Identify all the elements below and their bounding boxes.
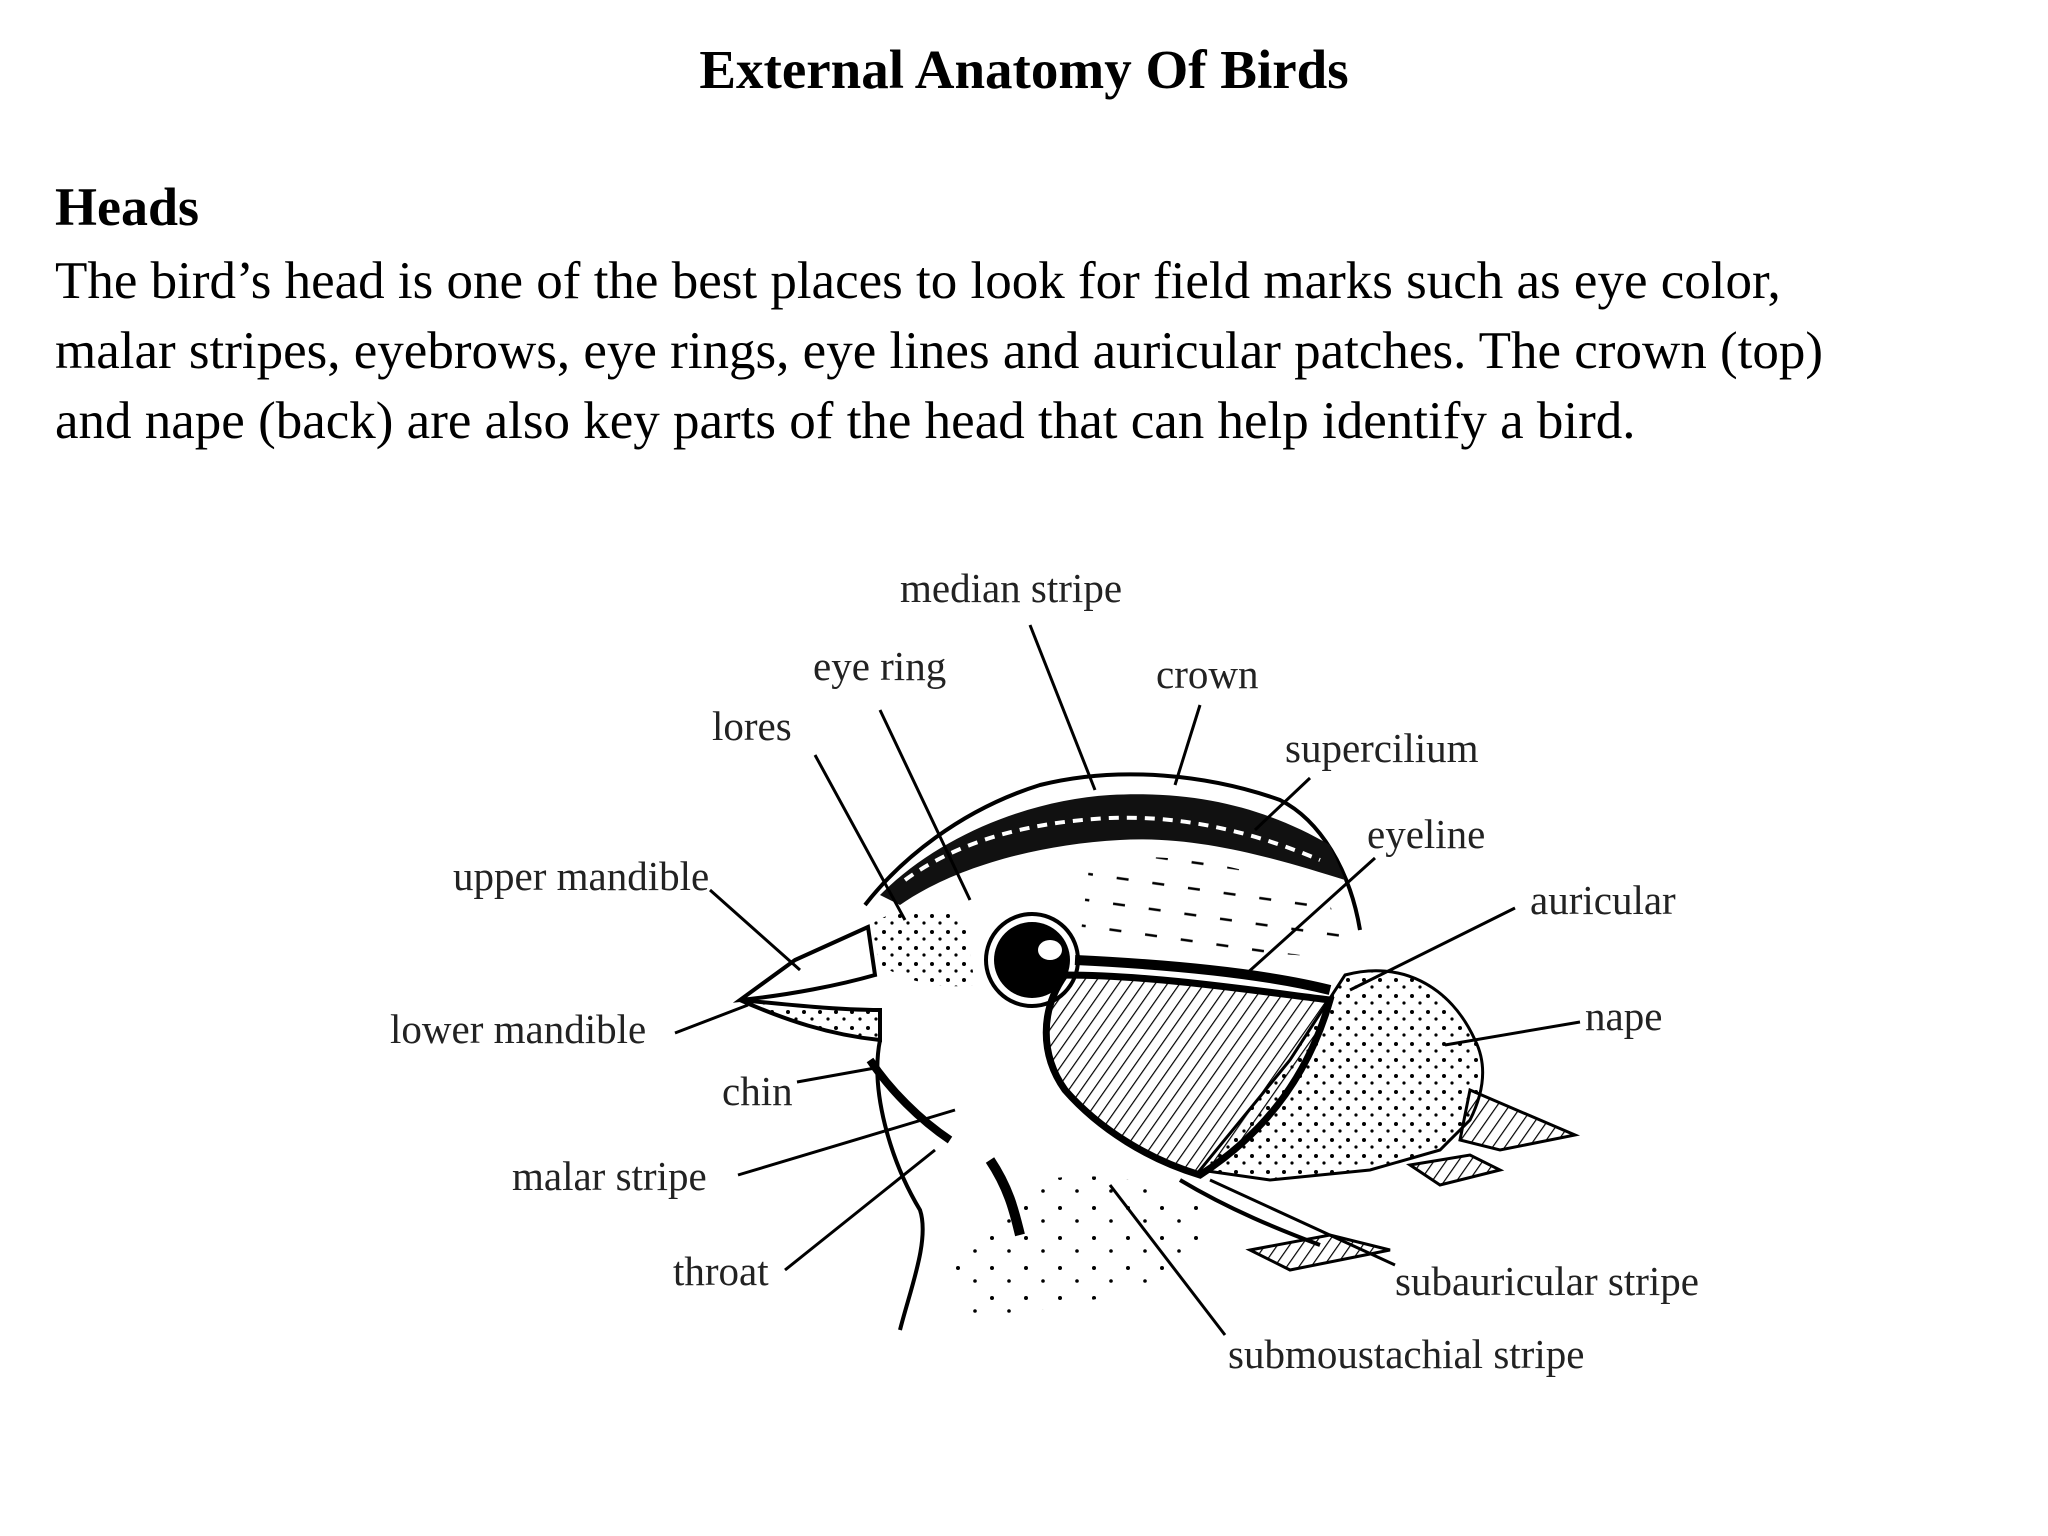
label-lower-mandible: lower mandible (390, 1006, 646, 1052)
lores-patch (870, 909, 975, 987)
label-submoustachial-stripe: submoustachial stripe (1228, 1331, 1584, 1377)
body-line: The bird’s head is one of the best place… (55, 252, 1781, 310)
lower-mandible-shape (739, 998, 882, 1043)
eye (994, 922, 1070, 998)
leader-auricular (1349, 906, 1516, 992)
label-throat: throat (673, 1248, 769, 1294)
label-eyeline: eyeline (1367, 811, 1485, 857)
leader-eyeline (1243, 856, 1377, 977)
breast-patch (950, 1176, 1210, 1320)
leader-subauricular-stripe (1209, 1178, 1396, 1267)
section-heading: Heads (55, 177, 200, 237)
leader-median-stripe (1028, 624, 1097, 791)
label-median-stripe: median stripe (900, 565, 1122, 611)
leader-throat (784, 1148, 936, 1272)
leader-eye-ring (878, 709, 972, 901)
median-stripe-mark (903, 815, 1321, 882)
back-feathers (1458, 1087, 1581, 1152)
page-title: External Anatomy Of Birds (699, 39, 1349, 100)
label-chin: chin (722, 1068, 793, 1114)
body-line: and nape (back) are also key parts of th… (55, 392, 1636, 450)
throat-outline (875, 1039, 925, 1331)
auricular-patch (1042, 971, 1335, 1179)
leader-nape (1444, 1020, 1581, 1047)
label-lores: lores (712, 703, 792, 749)
label-auricular: auricular (1530, 877, 1676, 923)
shoulder-feathers (1406, 1153, 1505, 1187)
leader-upper-mandible (709, 888, 801, 972)
leader-submoustachial-stripe (1108, 1184, 1227, 1336)
leader-lores (813, 754, 907, 921)
bird-head-illustration (732, 772, 1581, 1331)
label-upper-mandible: upper mandible (453, 853, 709, 899)
eye-highlight (1038, 940, 1062, 960)
eye-ring (984, 912, 1080, 1008)
leader-lower-mandible (674, 1003, 749, 1035)
body-paragraph: The bird’s head is one of the best place… (55, 246, 2005, 456)
supercilium-patch (1080, 857, 1350, 960)
label-nape: nape (1585, 993, 1662, 1039)
wing-feathers (1245, 1233, 1391, 1272)
malar-stripe-mark (866, 1057, 953, 1144)
eyeline (1074, 955, 1332, 995)
leader-crown (1173, 704, 1202, 786)
crown-stripe (880, 794, 1345, 905)
body-line: malar stripes, eyebrows, eye rings, eye … (55, 322, 1823, 380)
leader-malar-stripe (737, 1108, 956, 1177)
head-outline (863, 772, 1362, 931)
upper-mandible-shape (732, 924, 878, 1003)
label-eye-ring: eye ring (813, 643, 946, 689)
label-subauricular-stripe: subauricular stripe (1395, 1258, 1699, 1304)
leader-chin (796, 1066, 876, 1084)
leader-supercilium (1253, 776, 1312, 832)
label-crown: crown (1156, 651, 1258, 697)
diagram-labels: median stripe eye ring crown lores super… (390, 565, 1699, 1377)
leader-lines (674, 624, 1581, 1336)
label-malar-stripe: malar stripe (512, 1153, 707, 1199)
label-supercilium: supercilium (1285, 725, 1479, 771)
